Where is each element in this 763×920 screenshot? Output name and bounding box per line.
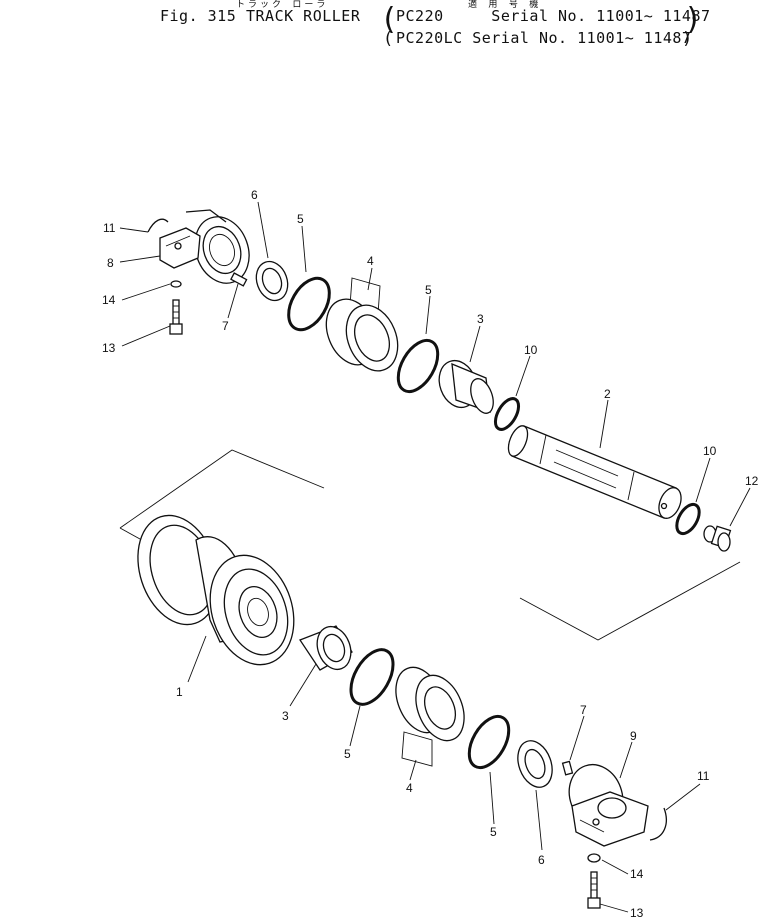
leader-4-lower (409, 759, 417, 781)
washer-14-lower (587, 853, 601, 863)
plug-12 (703, 525, 732, 552)
upper-assembly-frame (119, 449, 325, 529)
leader-11-upper (119, 227, 149, 233)
callout-7-lower: 7 (580, 703, 587, 717)
figure-number: Fig. 315 (160, 7, 237, 25)
leader-14-upper (121, 283, 171, 301)
leader-3-lower (289, 663, 317, 707)
callout-5-upper-a: 5 (297, 212, 304, 226)
o-ring-5-lower-a (349, 648, 395, 706)
callout-4-lower: 4 (406, 781, 413, 795)
collar-8-part (159, 209, 250, 284)
floating-seal-6-upper (255, 260, 289, 302)
leader-6-upper (257, 201, 269, 259)
leader-14-lower (601, 859, 629, 875)
washer-14-upper (170, 280, 182, 288)
floating-seal-6-lower (517, 740, 553, 788)
callout-4-upper: 4 (367, 254, 374, 268)
floating-seal-4-upper (325, 277, 399, 372)
leader-12 (729, 487, 751, 527)
callout-14-upper: 14 (102, 293, 116, 307)
callout-7-upper: 7 (222, 319, 229, 333)
figure-title: TRACK ROLLER (246, 7, 361, 25)
o-ring-5-lower-b (467, 714, 511, 770)
collar-9-part (568, 763, 649, 847)
floating-seal-4-lower (395, 666, 465, 767)
leader-10-lower (695, 457, 711, 503)
callout-6-lower: 6 (538, 853, 545, 867)
callout-9: 9 (630, 729, 637, 743)
callout-6-upper: 6 (251, 188, 258, 202)
o-ring-5-upper-a (287, 276, 331, 332)
leader-6-lower (535, 789, 543, 851)
callout-5-lower-a: 5 (344, 747, 351, 761)
callout-11-lower: 11 (697, 769, 710, 783)
o-ring-5-upper-b (396, 338, 440, 394)
leader-5-upper-a (301, 225, 307, 273)
callout-11-upper: 11 (103, 221, 116, 235)
wire-11-lower (649, 807, 667, 841)
callout-3-lower: 3 (282, 709, 289, 723)
leader-5-upper-b (425, 295, 431, 335)
leader-5-lower-a (349, 705, 361, 747)
left-paren-top: ( (380, 2, 399, 37)
bushing-3-upper (438, 359, 494, 414)
o-ring-10-upper (493, 397, 521, 431)
pin-7-lower (561, 760, 574, 776)
leader-3-upper (469, 325, 481, 363)
roller-body-1 (137, 514, 295, 666)
callout-2: 2 (604, 387, 611, 401)
bolt-13-upper (169, 299, 183, 335)
serial-line-1: PC220 Serial No. 11001~ 11487 (396, 7, 711, 25)
callout-1: 1 (176, 685, 183, 699)
leader-7-lower (569, 715, 585, 761)
right-paren-bottom: ) (682, 29, 693, 49)
leader-4-upper (367, 267, 373, 291)
left-paren-bottom: ( (383, 29, 394, 49)
leader-11-lower (665, 783, 701, 811)
callout-13-upper: 13 (102, 341, 116, 355)
leader-13-upper (121, 325, 171, 347)
right-paren-top: ) (684, 2, 703, 37)
callout-8: 8 (107, 256, 114, 270)
leader-2 (599, 399, 609, 449)
leader-13-lower (599, 903, 629, 913)
pin-7-upper (230, 272, 248, 287)
leader-9 (619, 741, 633, 779)
leader-5-lower-b (489, 771, 495, 825)
callout-10-lower: 10 (703, 444, 717, 458)
callout-10-upper: 10 (524, 343, 538, 357)
serial-line-2: PC220LC Serial No. 11001~ 11487 (396, 29, 692, 47)
leader-8 (119, 255, 161, 263)
callout-12: 12 (745, 474, 759, 488)
callout-13-lower: 13 (630, 906, 644, 920)
lower-assembly-frame (519, 561, 741, 641)
bolt-13-lower (587, 871, 601, 909)
leader-10-upper (515, 355, 531, 397)
callout-5-lower-b: 5 (490, 825, 497, 839)
callout-5-upper-b: 5 (425, 283, 432, 297)
callout-14-lower: 14 (630, 867, 644, 881)
callout-3-upper: 3 (477, 312, 484, 326)
bushing-3-lower (299, 625, 353, 671)
title-japanese: トラック ローラ (236, 0, 329, 10)
o-ring-10-lower (675, 502, 701, 536)
leader-1 (187, 635, 207, 683)
applicable-models-japanese: 適 用 号 機 (468, 0, 542, 10)
shaft-2 (507, 425, 682, 519)
leader-7-upper (227, 283, 239, 319)
wire-11-upper (147, 218, 169, 233)
